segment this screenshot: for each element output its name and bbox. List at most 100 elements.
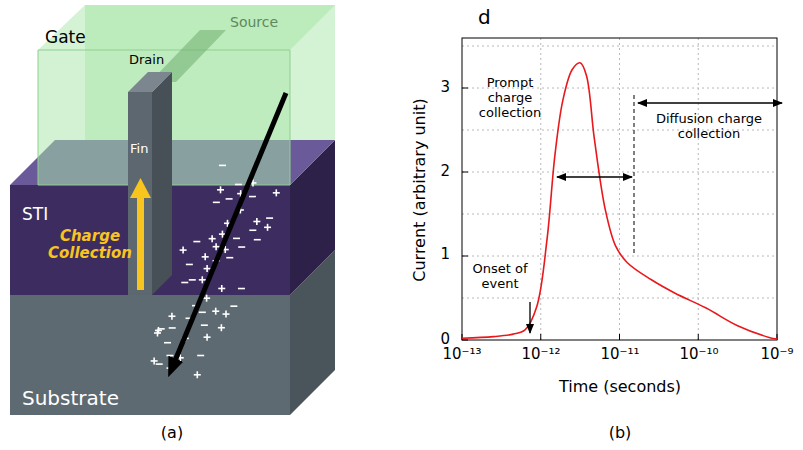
- charge-stroke: [226, 257, 233, 259]
- charge-stroke: [153, 357, 155, 364]
- charge-stroke: [181, 282, 188, 284]
- charge-stroke: [226, 198, 233, 200]
- x-axis-title: Time (seconds): [559, 378, 681, 396]
- charge-stroke: [227, 220, 229, 227]
- substrate-front: [10, 295, 290, 415]
- charge-stroke: [220, 186, 222, 193]
- grid-line: [462, 256, 777, 257]
- x-tick-label: 10⁻¹¹: [600, 346, 639, 363]
- charge-stroke: [235, 184, 242, 186]
- x-tick-label: 10⁻¹⁰: [679, 346, 718, 363]
- charge-stroke: [204, 253, 206, 260]
- ion-track-arrow: [172, 93, 286, 368]
- prompt-span-arrow: [557, 176, 632, 177]
- x-tick-label: 10⁻¹³: [442, 346, 481, 363]
- charge-stroke: [186, 264, 193, 266]
- prompt-annotation: Prompt charge collection: [470, 76, 550, 121]
- y-tick: [462, 88, 468, 89]
- panel-tag: d: [478, 6, 491, 29]
- current-curve: [462, 63, 777, 339]
- y-tick: [462, 340, 468, 341]
- finfet-illustration: [10, 5, 335, 415]
- collection-arrow-head: [130, 178, 151, 198]
- charge-stroke: [206, 295, 208, 302]
- x-tick: [698, 334, 699, 340]
- panel-letter: (b): [609, 424, 632, 442]
- grid-line: [462, 46, 777, 47]
- charge-stroke: [249, 229, 256, 231]
- y-tick-label: 1: [440, 246, 450, 263]
- charge-stroke: [166, 355, 173, 357]
- grid-line: [462, 172, 777, 173]
- fin-label: Fin: [130, 142, 148, 157]
- charge-stroke: [233, 238, 240, 240]
- fin-side: [152, 72, 172, 295]
- charge-stroke: [164, 342, 171, 344]
- collection-arrow-shaft: [137, 196, 144, 290]
- charge-stroke: [275, 189, 277, 196]
- charge-stroke: [215, 243, 217, 250]
- charge-stroke: [219, 165, 226, 167]
- charge-stroke: [169, 327, 176, 329]
- charge-stroke: [189, 279, 196, 281]
- charge-stroke: [238, 246, 245, 248]
- grid-line: [462, 298, 777, 299]
- charge-stroke: [222, 231, 224, 238]
- y-tick: [462, 256, 468, 257]
- gate-label: Gate: [45, 28, 86, 48]
- charge-stroke: [266, 217, 273, 219]
- charge-stroke: [230, 305, 237, 307]
- sti-label: STI: [22, 205, 48, 225]
- charge-stroke: [201, 324, 208, 326]
- charge-stroke: [221, 324, 223, 331]
- y-tick-label: 2: [440, 163, 450, 180]
- grid-line: [462, 214, 777, 215]
- y-tick: [462, 172, 468, 173]
- charge-stroke: [238, 288, 245, 290]
- diffusion-annotation: Diffusion charge collection: [643, 112, 775, 142]
- charge-stroke: [201, 276, 203, 283]
- x-tick: [540, 334, 541, 340]
- y-tick-label: 3: [440, 79, 450, 96]
- charge-stroke: [211, 235, 213, 242]
- grid-line: [619, 38, 620, 340]
- charge-stroke: [206, 334, 208, 341]
- charge-stroke: [256, 218, 258, 225]
- charge-stroke: [182, 247, 184, 254]
- drain-label: Drain: [129, 53, 164, 68]
- fin-front: [128, 92, 152, 295]
- onset-annotation: Onset of event: [468, 262, 532, 292]
- grid-line: [698, 38, 699, 340]
- charge-stroke: [193, 241, 200, 243]
- onset-arrow: [529, 302, 530, 333]
- phase-divider: [634, 95, 635, 255]
- charge-stroke: [254, 239, 261, 241]
- charge-stroke: [197, 355, 204, 357]
- charge-stroke: [215, 308, 217, 315]
- current-chart: [462, 38, 782, 340]
- charge-stroke: [267, 224, 269, 231]
- x-tick: [619, 334, 620, 340]
- charge-stroke: [156, 363, 163, 365]
- charge-carriers: [151, 165, 280, 378]
- fin-top: [128, 72, 172, 92]
- substrate-label: Substrate: [22, 387, 119, 410]
- charge-stroke: [171, 313, 173, 320]
- charge-stroke: [225, 311, 227, 318]
- charge-collection-label: Charge Collection: [44, 228, 136, 263]
- charge-stroke: [199, 311, 206, 313]
- charge-stroke: [206, 265, 208, 272]
- charge-stroke: [249, 196, 256, 198]
- x-tick-label: 10⁻¹²: [521, 346, 560, 363]
- diffusion-span-arrow: [638, 102, 782, 103]
- charge-stroke: [213, 202, 220, 204]
- panel-letter: (a): [161, 424, 183, 442]
- charge-stroke: [196, 371, 198, 378]
- charge-stroke: [221, 285, 223, 292]
- y-axis-title: Current (arbitrary unit): [411, 98, 429, 281]
- plot-frame: [462, 38, 777, 340]
- source-label: Source: [230, 14, 278, 30]
- x-tick-label: 10⁻⁹: [760, 346, 793, 363]
